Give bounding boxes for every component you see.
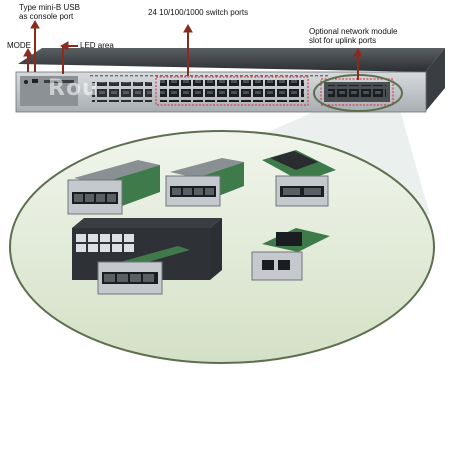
ports-highlight-box (155, 76, 309, 106)
callout-arrows (23, 19, 363, 80)
module-label-line1: Optional network module (309, 27, 398, 36)
module-sfp-1 (67, 160, 160, 215)
rj45-port-icon (76, 234, 134, 252)
mode-button (24, 80, 28, 84)
usb-port (32, 79, 38, 83)
switch-ports-label: 24 10/100/1000 switch ports (148, 8, 249, 17)
led-area-label: LED area (80, 41, 114, 50)
sfp-slot-icon (74, 194, 116, 202)
faceplate-vent (90, 74, 330, 78)
module-heatsink-sfp (262, 150, 336, 207)
module-sfp-2 (165, 158, 244, 207)
switch-chassis-top (18, 48, 445, 72)
module-slot-ports (328, 85, 386, 99)
arrow-up-icon (23, 47, 33, 57)
usb-label-line1: Type mini-B USB (19, 3, 80, 12)
usb-console-label: Type mini-B USB as console port (19, 3, 80, 21)
switch-chassis-side (425, 48, 445, 112)
usb-label-line2: as console port (19, 12, 74, 21)
led-strip (44, 80, 74, 83)
watermark: Rou (48, 76, 99, 101)
switch-ports-grid-left (92, 82, 152, 102)
switch-ports-grid (160, 80, 304, 102)
arrow-left-icon (59, 41, 69, 51)
module-label-line2: slot for uplink ports (309, 36, 377, 45)
arrow-up-icon (353, 47, 363, 57)
arrow-up-icon (183, 23, 193, 33)
module-installed-switch (72, 218, 222, 295)
arrow-up-icon (30, 19, 40, 29)
module-rj45 (251, 228, 330, 281)
network-module-label: Optional network module slot for uplink … (309, 27, 398, 45)
mode-label: MODE (7, 41, 31, 50)
